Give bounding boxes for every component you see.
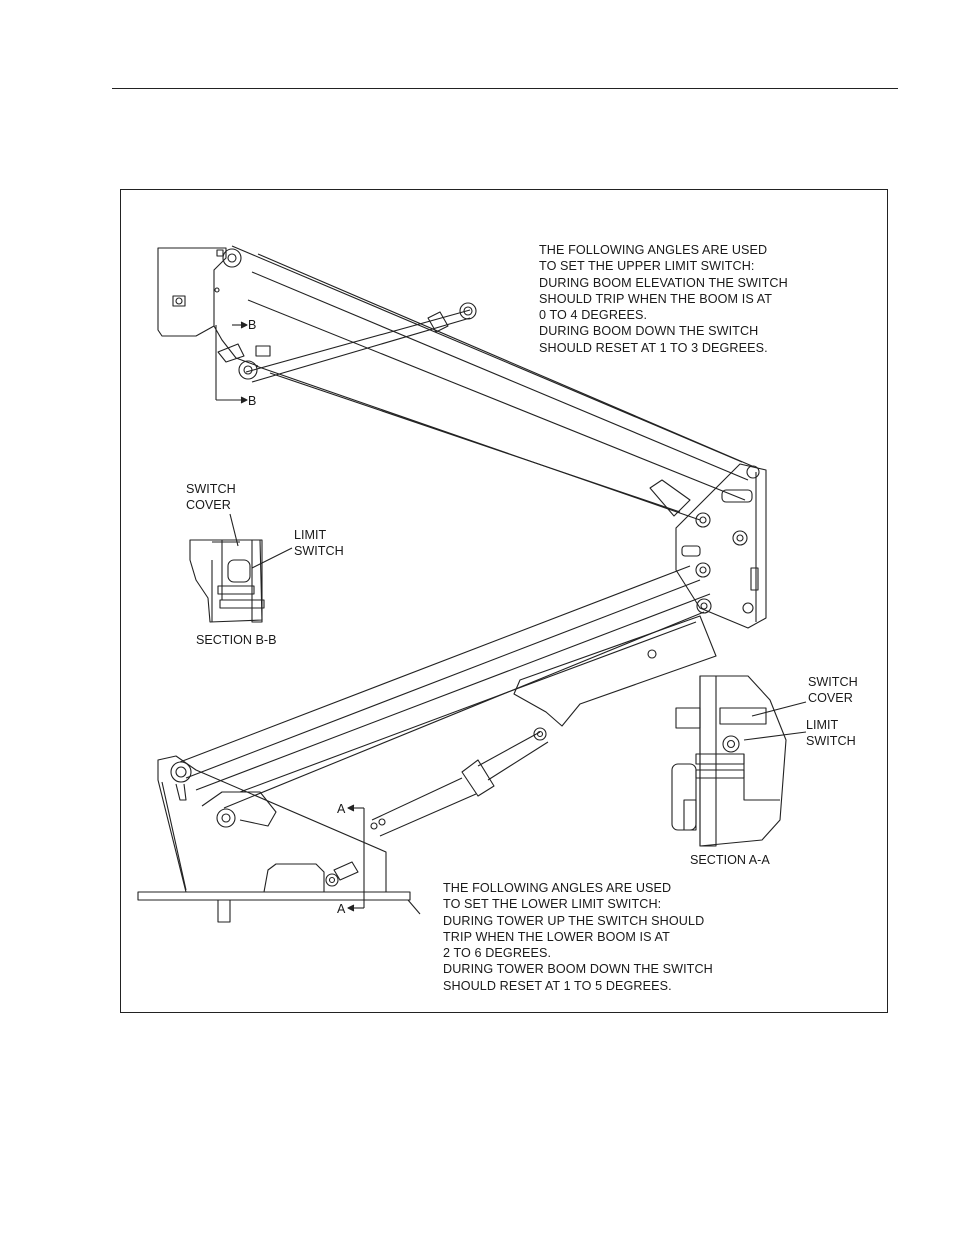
- section-aa-detail: [671, 675, 807, 847]
- section-aa-title: SECTION A-A: [690, 853, 770, 867]
- note-line: 2 TO 6 DEGREES.: [443, 946, 552, 961]
- bb-switch-cover-label: SWITCH COVER: [186, 481, 236, 513]
- note-line: DURING BOOM DOWN THE SWITCH: [539, 324, 759, 339]
- note-line: SHOULD RESET AT 1 TO 3 DEGREES.: [539, 340, 768, 355]
- label-line: LIMIT: [294, 528, 327, 542]
- label-line: SWITCH: [806, 734, 856, 748]
- section-b-marker-lower: B: [248, 394, 257, 408]
- lower-boom: [179, 565, 717, 809]
- label-line: LIMIT: [806, 718, 839, 732]
- section-bb-title: SECTION B-B: [196, 633, 277, 647]
- note-line: TRIP WHEN THE LOWER BOOM IS AT: [443, 929, 670, 944]
- note-line: SHOULD RESET AT 1 TO 5 DEGREES.: [443, 978, 672, 993]
- lift-cylinder: [370, 731, 549, 837]
- label-line: SWITCH: [808, 675, 858, 689]
- upper-boom: [231, 245, 753, 521]
- note-line: 0 TO 4 DEGREES.: [539, 308, 648, 323]
- center-pivot-plate: [649, 463, 767, 629]
- section-b-marker: [215, 321, 248, 404]
- turntable-base: [137, 863, 421, 923]
- note-line: TO SET THE UPPER LIMIT SWITCH:: [539, 259, 755, 274]
- aa-limit-switch-label: LIMIT SWITCH: [806, 717, 856, 749]
- upper-limit-note: THE FOLLOWING ANGLES ARE USED TO SET THE…: [539, 242, 788, 356]
- note-line: THE FOLLOWING ANGLES ARE USED: [539, 243, 768, 257]
- figure-frame: [120, 189, 888, 1013]
- label-line: SWITCH: [294, 544, 344, 558]
- label-line: SWITCH: [186, 482, 236, 496]
- upper-bracket: [157, 247, 271, 380]
- lower-limit-note: THE FOLLOWING ANGLES ARE USED TO SET THE…: [443, 880, 713, 994]
- note-line: THE FOLLOWING ANGLES ARE USED: [443, 881, 672, 895]
- section-a-marker: [347, 804, 365, 912]
- label-line: COVER: [186, 498, 231, 512]
- label-line: COVER: [808, 691, 853, 705]
- section-b-marker-upper: B: [248, 318, 257, 332]
- note-line: DURING BOOM ELEVATION THE SWITCH: [539, 275, 788, 290]
- bb-limit-switch-label: LIMIT SWITCH: [294, 527, 344, 559]
- section-a-marker-upper: A: [337, 802, 346, 816]
- tower-bracket: [157, 755, 387, 893]
- section-bb-detail: [189, 513, 293, 623]
- note-line: DURING TOWER BOOM DOWN THE SWITCH: [443, 962, 713, 977]
- header-rule: [112, 88, 898, 89]
- note-line: DURING TOWER UP THE SWITCH SHOULD: [443, 913, 705, 928]
- note-line: SHOULD TRIP WHEN THE BOOM IS AT: [539, 291, 773, 306]
- section-a-marker-lower: A: [337, 902, 346, 916]
- aa-switch-cover-label: SWITCH COVER: [808, 674, 858, 706]
- note-line: TO SET THE LOWER LIMIT SWITCH:: [443, 897, 662, 912]
